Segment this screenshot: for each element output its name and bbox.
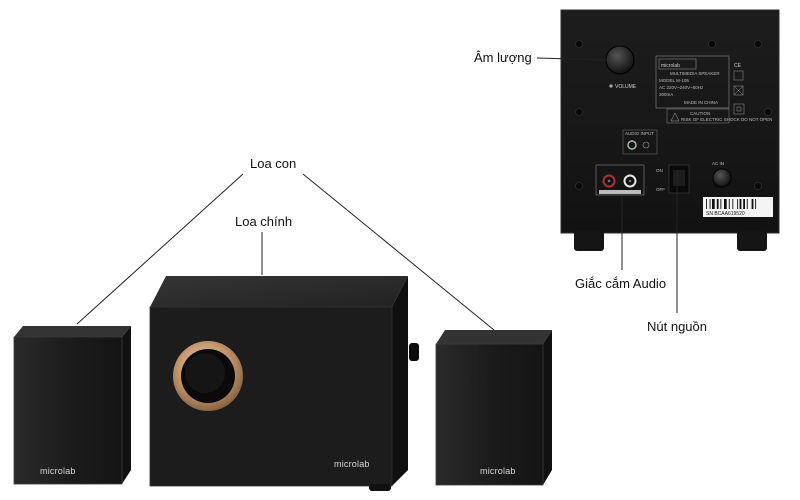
- barcode-bar: [728, 199, 730, 209]
- serial-barcode: SN BCAA619520: [703, 197, 773, 217]
- double-insulation-icon: [733, 103, 745, 115]
- home-icon: [733, 70, 744, 81]
- volume-knob-label: VOLUME: [615, 84, 637, 90]
- svg-text:ON: ON: [656, 168, 663, 173]
- label-volume: Âm lượng: [474, 50, 532, 65]
- rear-foot-right: [737, 231, 767, 251]
- barcode-bar: [737, 199, 739, 209]
- svg-text:MODEL M-105: MODEL M-105: [659, 78, 689, 83]
- svg-text:microlab: microlab: [661, 63, 680, 69]
- pointer-lines: [76, 57, 678, 331]
- barcode-bar: [751, 199, 754, 209]
- subwoofer-foot: [369, 484, 391, 491]
- rating-label: microlab MULTIMEDIA SPEAKER MODEL M-105 …: [655, 55, 772, 124]
- barcode-bar: [720, 199, 722, 209]
- power-switch: ON OFF: [656, 164, 690, 194]
- right-speaker-logo: microlab: [480, 466, 516, 476]
- barcode-bar: [732, 199, 734, 209]
- rear-foot-left: [574, 231, 604, 251]
- barcode-bar: [743, 199, 745, 209]
- volume-indicator-dot: [609, 84, 613, 88]
- bass-port: [173, 341, 243, 411]
- ac-power-inlet: AC IN: [712, 161, 732, 188]
- right-satellite-speaker: microlab: [435, 330, 552, 486]
- svg-text:CAUTION: CAUTION: [690, 111, 710, 116]
- svg-text:MULTIMEDIA SPEAKER: MULTIMEDIA SPEAKER: [670, 71, 720, 76]
- warning-icon: [670, 112, 680, 122]
- audio-input-jack: AUDIO INPUT: [622, 129, 658, 155]
- svg-text:AC IN: AC IN: [712, 161, 724, 166]
- subwoofer-logo: microlab: [334, 459, 370, 469]
- label-satellites: Loa con: [250, 156, 297, 171]
- barcode-bar: [739, 199, 742, 209]
- svg-text:AC 220V~240V~50Hz: AC 220V~240V~50Hz: [659, 85, 704, 90]
- svg-text:SN BCAA619520: SN BCAA619520: [706, 211, 745, 217]
- rca-output-jacks: AUDIO OUTPUT: [595, 164, 645, 196]
- svg-text:MADE IN CHINA: MADE IN CHINA: [684, 100, 718, 105]
- svg-text:AUDIO INPUT: AUDIO INPUT: [625, 131, 654, 136]
- barcode-bar: [709, 199, 711, 209]
- barcode-bar: [716, 199, 719, 209]
- barcode-bar: [755, 199, 757, 209]
- volume-knob: [605, 45, 635, 75]
- label-main-speaker: Loa chính: [235, 214, 293, 229]
- label-audio-jack: Giắc cắm Audio: [575, 276, 667, 291]
- svg-text:300mA: 300mA: [659, 92, 673, 97]
- svg-text:RISK OF ELECTRIC SHOCK DO NOT: RISK OF ELECTRIC SHOCK DO NOT OPEN: [681, 117, 772, 122]
- ce-mark-icon: CE: [734, 63, 742, 69]
- left-satellite-speaker: microlab: [13, 326, 131, 485]
- label-power-button: Nút nguồn: [647, 319, 707, 334]
- main-subwoofer: microlab: [149, 276, 419, 491]
- barcode-bar: [724, 199, 727, 209]
- main-volume-knob-side: [409, 343, 419, 361]
- barcode-bar: [706, 199, 707, 209]
- screw-icons: [575, 40, 772, 190]
- svg-text:AUDIO OUTPUT: AUDIO OUTPUT: [604, 190, 638, 195]
- rear-panel: VOLUME microlab MULTIMEDIA SPEAKER MODEL…: [560, 9, 780, 251]
- left-speaker-logo: microlab: [40, 466, 76, 476]
- recycle-bin-icon: [733, 85, 744, 96]
- barcode-bar: [746, 199, 748, 209]
- barcode-bar: [712, 199, 715, 209]
- svg-text:OFF: OFF: [656, 187, 665, 192]
